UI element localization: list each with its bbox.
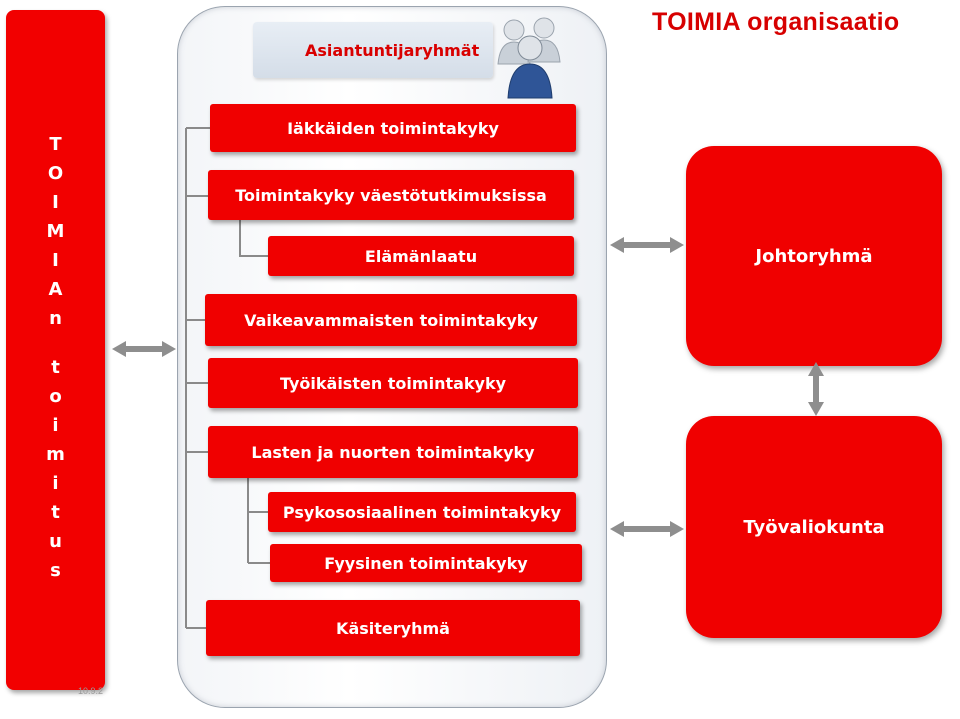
arrow-left-bar-to-panel <box>112 341 176 357</box>
people-group-icon <box>497 17 561 99</box>
box-johtoryhma: Johtoryhmä <box>686 146 942 366</box>
box-tyovaliokunta: Työvaliokunta <box>686 416 942 638</box>
vertical-letter: n <box>49 308 62 329</box>
vertical-letter: I <box>52 192 59 213</box>
box-elamanlaatu: Elämänlaatu <box>268 236 574 276</box>
vertical-letter: t <box>51 502 60 523</box>
expert-groups-header: Asiantuntijaryhmät <box>253 22 493 78</box>
box-tyoikaisten-toimintakyky: Työikäisten toimintakyky <box>208 358 578 408</box>
arrow-johtoryhma-to-tyovaliokunta <box>808 362 824 416</box>
arrow-panel-to-tyovaliokunta <box>610 521 684 537</box>
vertical-letter: t <box>51 357 60 378</box>
vertical-letter: T <box>49 134 62 155</box>
vertical-letter: i <box>52 473 59 494</box>
page-title: TOIMIA organisaatio <box>652 8 900 36</box>
box-vaikeavammaisten-toimintakyky: Vaikeavammaisten toimintakyky <box>205 294 577 346</box>
vertical-letter: M <box>46 221 65 242</box>
vertical-letter: A <box>48 279 63 300</box>
vertical-letter: s <box>50 560 61 581</box>
vertical-letter: i <box>52 415 59 436</box>
vertical-letter: O <box>47 163 64 184</box>
box-psykososiaalinen-toimintakyky: Psykososiaalinen toimintakyky <box>268 492 576 532</box>
box-fyysinen-toimintakyky: Fyysinen toimintakyky <box>270 544 582 582</box>
arrow-panel-to-johtoryhma <box>610 237 684 253</box>
box-lasten-ja-nuorten-toimintakyky: Lasten ja nuorten toimintakyky <box>208 426 578 478</box>
box-iakkaiden-toimintakyky: Iäkkäiden toimintakyky <box>210 104 576 152</box>
box-kasiteryhma: Käsiteryhmä <box>206 600 580 656</box>
vertical-letter: m <box>46 444 65 465</box>
vertical-letter: o <box>49 386 62 407</box>
vertical-letter: I <box>52 250 59 271</box>
vertical-letter: u <box>49 531 62 552</box>
box-toimintakyky-vaestotutkimuksissa: Toimintakyky väestötutkimuksissa <box>208 170 574 220</box>
date-label: 10.9.2 <box>78 686 104 696</box>
